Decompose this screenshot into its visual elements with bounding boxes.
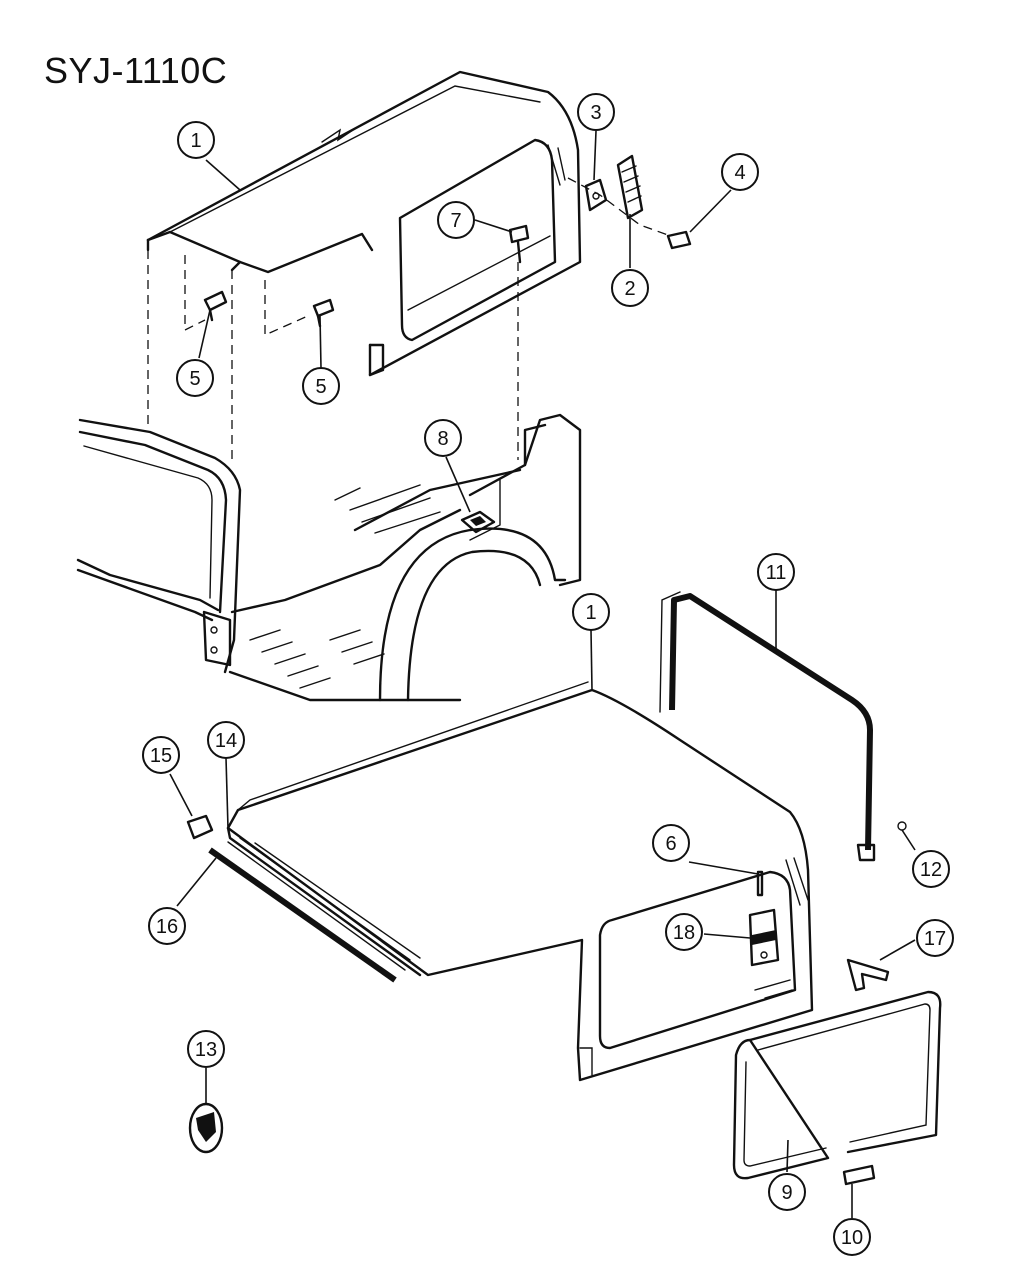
leader-lines [169,130,916,1218]
callout-label: 6 [665,833,676,855]
callout-label: 4 [734,162,745,184]
callout-label: 3 [590,102,601,124]
callout-label: 7 [450,210,461,232]
screw-6 [756,870,764,897]
callout-label: 5 [189,368,200,390]
callout-8: 8 [424,419,462,457]
callout-label: 1 [585,602,596,624]
clip-15 [186,814,214,840]
callout-14: 14 [207,721,245,759]
clip-10 [842,1164,876,1186]
callout-13: 13 [187,1030,225,1068]
latch-2 [616,154,644,220]
callout-5-right: 5 [302,367,340,405]
alignment-lines [147,177,669,460]
callout-3: 3 [577,93,615,131]
callout-label: 15 [150,745,172,767]
callout-label: 2 [624,278,635,300]
nut-12 [897,821,907,831]
vehicle-body [76,413,582,702]
callout-label: 10 [841,1227,863,1249]
callout-5-left: 5 [176,359,214,397]
callout-9: 9 [768,1173,806,1211]
callout-label: 16 [156,916,178,938]
callout-18: 18 [665,913,703,951]
callout-7: 7 [437,201,475,239]
callout-label: 11 [766,562,787,584]
door-seal-11 [659,591,876,862]
screw-7 [508,224,530,264]
callout-label: 18 [673,922,695,944]
callout-label: 9 [781,1182,792,1204]
hex-key-17 [846,958,890,992]
callout-10: 10 [833,1218,871,1256]
callout-label: 13 [195,1039,217,1061]
callout-label: 14 [215,730,237,752]
window-seal-9 [732,990,942,1180]
callout-label: 17 [924,928,946,950]
diagram-title: SYJ-1110C [44,50,228,91]
callout-label: 1 [190,130,201,152]
vent-13 [188,1102,224,1154]
drip-rail-seal [208,841,406,983]
callout-1-lower: 1 [572,593,610,631]
callout-2: 2 [611,269,649,307]
latch-18 [748,908,780,967]
lower-hardtop [226,681,814,1082]
upper-hardtop [146,70,582,377]
callout-label: 12 [920,859,942,881]
hinge-bracket [584,178,608,212]
bolt-4 [666,230,692,250]
callout-17: 17 [916,919,954,957]
callout-6: 6 [652,824,690,862]
callout-12: 12 [912,850,950,888]
callout-16: 16 [148,907,186,945]
callout-4: 4 [721,153,759,191]
bolt-right [312,298,335,328]
callout-label: 5 [315,376,326,398]
callout-label: 8 [437,428,448,450]
callout-11: 11 [757,553,795,591]
callout-1-upper: 1 [177,121,215,159]
callout-15: 15 [142,736,180,774]
